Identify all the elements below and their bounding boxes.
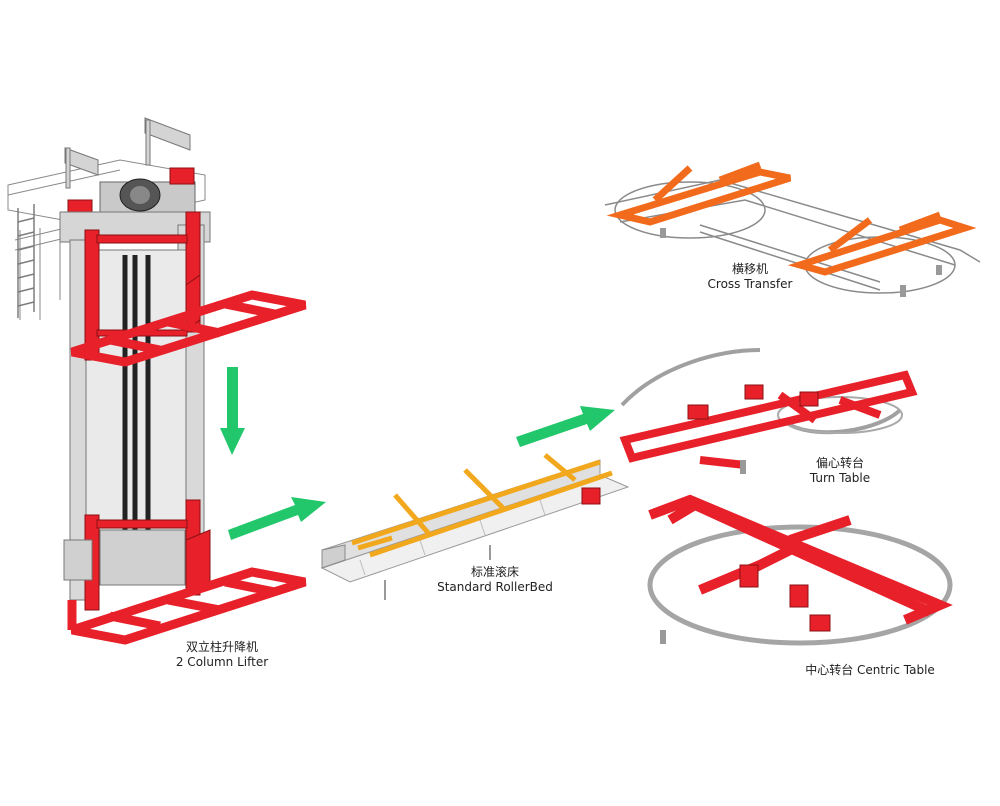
label-turn-table-cn: 偏心转台 [815,456,864,470]
label-lifter-cn: 双立柱升降机 [185,640,258,654]
label-cross-transfer: 横移机 Cross Transfer [690,262,810,292]
cross-transfer-drawing [604,161,981,297]
label-rollerbed-en: Standard RollerBed [437,580,553,594]
label-standard-rollerbed: 标准滚床 Standard RollerBed [420,565,570,595]
standard-rollerbed-drawing [320,453,630,600]
label-rollerbed-cn: 标准滚床 [470,565,519,579]
label-centric-table-text: 中心转台 Centric Table [805,663,935,677]
label-cross-transfer-cn: 横移机 [731,262,768,276]
lifter-bottom-fork [67,567,307,645]
label-centric-table: 中心转台 Centric Table [790,663,950,678]
label-cross-transfer-en: Cross Transfer [707,277,793,291]
label-turn-table: 偏心转台 Turn Table [790,456,890,486]
arrow-rollerbed-to-turntable [516,406,615,447]
arrow-lifter-to-rollerbed [228,497,326,540]
two-column-lifter-drawing [7,117,307,645]
label-lifter-en: 2 Column Lifter [175,655,269,669]
arrow-lifter-down [220,367,245,455]
label-two-column-lifter: 双立柱升降机 2 Column Lifter [162,640,282,670]
lifter-top-fork [70,290,307,367]
label-turn-table-en: Turn Table [809,471,871,485]
turn-table-drawing [619,348,918,474]
centric-table-drawing [647,494,953,646]
